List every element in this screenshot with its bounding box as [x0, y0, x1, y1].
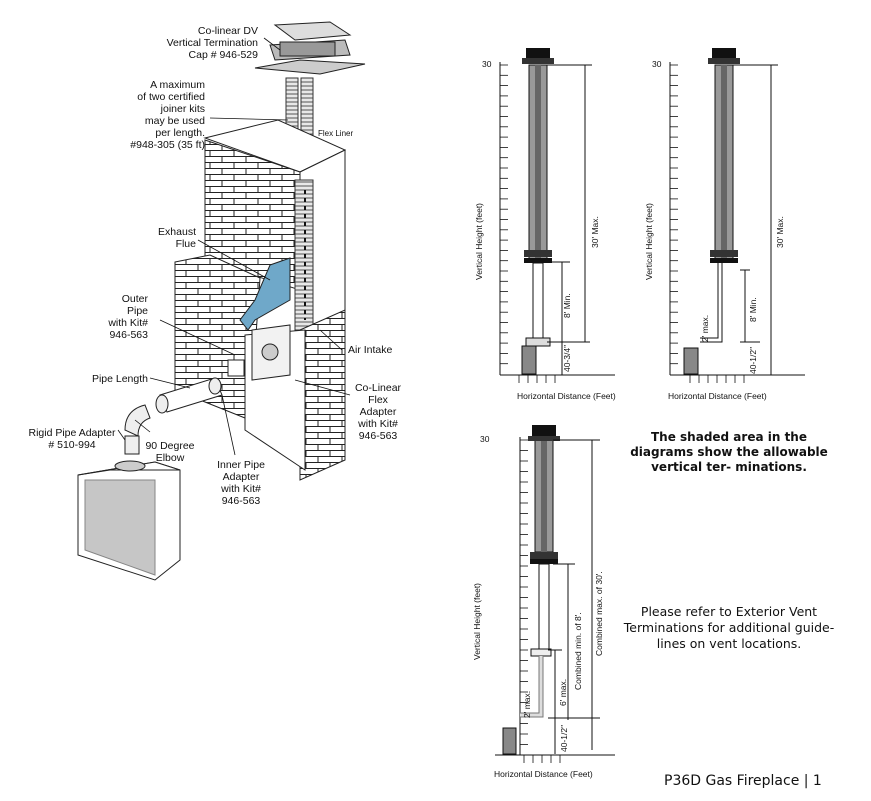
y-axis-label: Vertical Height (feet) [644, 203, 654, 280]
footer-page-label: P36D Gas Fireplace | 1 [664, 773, 822, 789]
leader-lines [117, 37, 351, 456]
base-label: 40-3/4" [562, 345, 572, 372]
offset-label: 2' max. [700, 315, 710, 342]
max-label: 30' Max. [775, 216, 785, 248]
y-top-label: 30 [482, 59, 492, 69]
min-label: 8' Min. [748, 297, 758, 322]
min-label: 8' Min. [562, 293, 572, 318]
x-axis-label: Horizontal Distance (Feet) [494, 769, 593, 779]
max-label: 30' Max. [590, 216, 600, 248]
x-axis-label: Horizontal Distance (Feet) [517, 391, 616, 401]
upper-label: 6' max. [558, 679, 568, 706]
vent-diagram-1: 30 Vertical Height (feet) Horizontal Dis… [474, 48, 616, 401]
y-top-label: 30 [480, 434, 490, 444]
combined-min-label: Combined min. of 8'. [573, 612, 583, 690]
chimney-illustration [77, 21, 366, 581]
air-intake-label: Air Intake [348, 344, 393, 356]
base-label: 40-1/2" [748, 347, 758, 374]
base-label: 40-1/2" [559, 725, 569, 752]
vent-diagram-3: 30 Vertical Height (feet) Horizontal Dis… [472, 425, 615, 779]
vent-diagram-2: 30 Vertical Height (feet) Horizontal Dis… [644, 48, 805, 401]
max-label: Combined max. of 30'. [594, 571, 604, 656]
y-axis-label: Vertical Height (feet) [472, 583, 482, 660]
flex-liner-label: Flex Liner [318, 129, 353, 138]
shaded-area-note: The shaded area in the diagrams show the… [630, 430, 828, 474]
y-top-label: 30 [652, 59, 662, 69]
y-axis-label: Vertical Height (feet) [474, 203, 484, 280]
offset-label: 2' max. [522, 691, 532, 718]
refer-note: Please refer to Exterior Vent Terminatio… [623, 604, 835, 651]
rigid-adapter-label: Rigid Pipe Adapter# 510-994 [29, 427, 116, 451]
pipe-length-label: Pipe Length [92, 373, 148, 385]
x-axis-label: Horizontal Distance (Feet) [668, 391, 767, 401]
